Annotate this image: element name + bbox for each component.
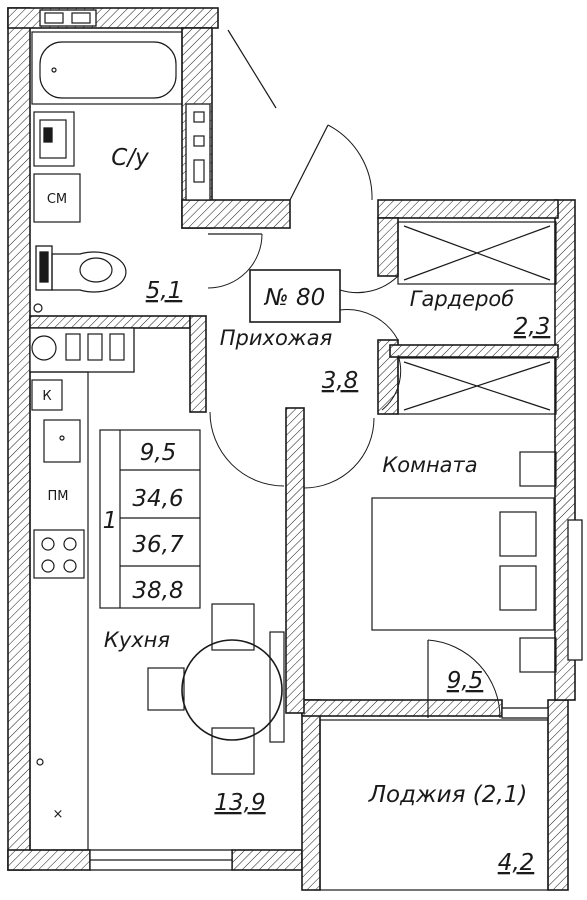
areas-table-value-4: 38,8 (132, 578, 183, 604)
room-area: 9,5 (447, 668, 484, 694)
entrance-door (227, 29, 373, 201)
apartment-number-label: № 80 (263, 285, 326, 311)
washing-machine-label: СМ (47, 192, 67, 207)
washing-machine: СМ (33, 173, 81, 223)
areas-table-value-3: 36,7 (132, 532, 184, 558)
areas-table-value-2: 34,6 (132, 486, 183, 512)
kitchen-door (209, 411, 285, 487)
loggia-area: 4,2 (498, 850, 535, 876)
bathroom-door (207, 233, 263, 289)
ventilation-shaft (185, 103, 211, 201)
areas-table-value-1: 9,5 (140, 440, 177, 466)
areas-table: 1 9,5 34,6 36,7 38,8 (99, 429, 201, 609)
meter-box (39, 9, 97, 27)
drain-icon (33, 303, 43, 313)
kitchen-counter: К ПМ × (29, 371, 89, 851)
kitchen-shaft (29, 327, 135, 373)
room-door (303, 417, 375, 489)
dishwasher-label: ПМ (48, 489, 69, 504)
loggia (319, 719, 549, 891)
hallway-area: 3,8 (322, 368, 359, 394)
toilet (35, 245, 127, 293)
bathroom-name: С/у (111, 145, 149, 171)
cross-mark: × (53, 807, 64, 822)
balcony-door (427, 639, 549, 719)
rooms-count: 1 (103, 508, 118, 534)
bathroom-area: 5,1 (146, 278, 183, 304)
kitchen-area: 13,9 (214, 790, 265, 816)
loggia-name: Лоджия (2,1) (368, 782, 528, 808)
fridge-label: К (42, 389, 51, 404)
bathroom-sink (33, 111, 75, 167)
wardrobe-area: 2,3 (514, 314, 551, 340)
dining-table (147, 603, 285, 775)
wardrobe-name: Гардероб (410, 287, 515, 311)
kitchen-window (89, 849, 233, 871)
outer-walls (7, 7, 576, 891)
room-window (567, 519, 583, 661)
kitchen-name: Кухня (104, 628, 170, 652)
room-name: Комната (382, 453, 477, 477)
bed (371, 451, 557, 673)
apartment-number: № 80 (249, 269, 341, 323)
hallway-name: Прихожая (220, 326, 332, 350)
bathtub (31, 31, 183, 105)
wardrobe-shelves (397, 221, 557, 415)
